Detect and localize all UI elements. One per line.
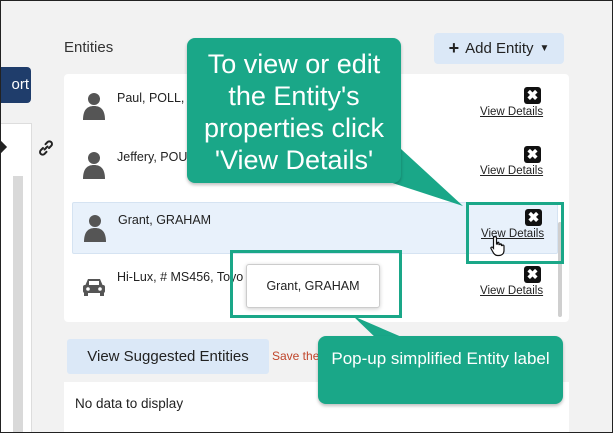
delete-icon[interactable]: ✖: [524, 87, 541, 104]
person-icon: [84, 215, 106, 242]
entity-row[interactable]: Jeffery, POU ✖ View Details: [72, 140, 556, 190]
plus-icon: +: [448, 38, 460, 58]
entity-row[interactable]: Paul, POLL, ✖ View Details: [72, 81, 556, 131]
view-suggested-entities-button[interactable]: View Suggested Entities: [67, 339, 269, 374]
entity-name: Jeffery, POU: [117, 150, 188, 164]
delete-icon[interactable]: ✖: [524, 146, 541, 163]
popup-callout: Pop-up simplified Entity label: [318, 336, 563, 404]
list-scrollbar[interactable]: [558, 222, 562, 317]
left-scrollbar[interactable]: [13, 176, 23, 432]
delete-icon[interactable]: ✖: [525, 209, 542, 226]
view-details-link[interactable]: View Details: [480, 285, 544, 297]
view-details-highlight: [466, 202, 564, 264]
entity-row-selected[interactable]: Grant, GRAHAM ✖ View Details: [72, 202, 558, 254]
left-panel: ort: [1, 1, 45, 432]
save-link[interactable]: Save the: [272, 349, 320, 363]
caret-down-icon: ▼: [539, 43, 550, 54]
delete-icon[interactable]: ✖: [524, 266, 541, 283]
view-details-link[interactable]: View Details: [480, 106, 544, 118]
entity-name: Grant, GRAHAM: [118, 213, 212, 227]
add-entity-button[interactable]: + Add Entity ▼: [434, 33, 564, 64]
entity-label-popup: Grant, GRAHAM: [246, 264, 380, 308]
left-card: [1, 123, 32, 432]
popup-highlight: [230, 250, 402, 318]
export-button[interactable]: ort: [1, 67, 31, 103]
person-icon: [83, 93, 105, 120]
add-entity-label: Add Entity: [465, 40, 534, 57]
link-icon[interactable]: [37, 139, 55, 157]
entity-name: Hi-Lux, # MS456, Toyo: [117, 270, 244, 284]
no-data-text: No data to display: [75, 396, 184, 411]
view-details-link[interactable]: View Details: [480, 165, 544, 177]
entity-name: Paul, POLL,: [117, 91, 185, 105]
car-icon: [83, 279, 105, 296]
view-details-callout: To view or edit the Entity's properties …: [187, 38, 401, 183]
entity-row[interactable]: Hi-Lux, # MS456, Toyo ✖ View Details: [72, 260, 556, 310]
diamond-icon[interactable]: [1, 139, 8, 155]
entities-title: Entities: [64, 39, 114, 56]
person-icon: [83, 152, 105, 179]
hand-cursor-icon: [490, 235, 505, 257]
